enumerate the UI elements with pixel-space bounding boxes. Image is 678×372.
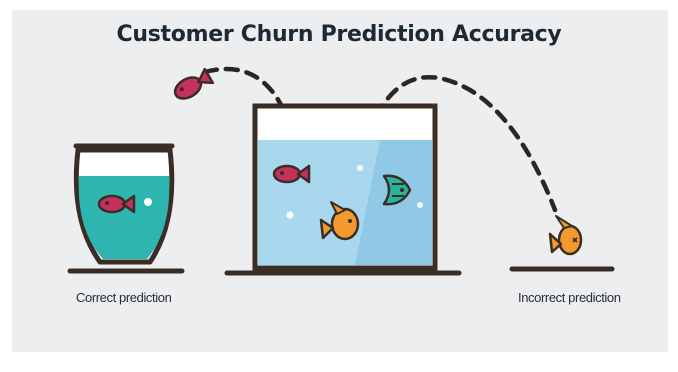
leaping-fish-icon	[173, 67, 215, 100]
correct-prediction-label: Correct prediction	[76, 290, 172, 305]
page-title: Customer Churn Prediction Accuracy	[116, 22, 562, 47]
green-fish-icon	[382, 174, 412, 206]
pink-fish-icon	[272, 164, 311, 184]
leap-path-right	[365, 74, 558, 213]
pink-fish-icon	[97, 194, 136, 214]
aquarium-tank-icon	[224, 103, 462, 276]
fishbowl-icon	[67, 143, 185, 274]
incorrect-prediction-label: Incorrect prediction	[518, 290, 621, 305]
stranded-goldfish-icon	[548, 215, 583, 256]
goldfish-icon	[319, 201, 360, 241]
